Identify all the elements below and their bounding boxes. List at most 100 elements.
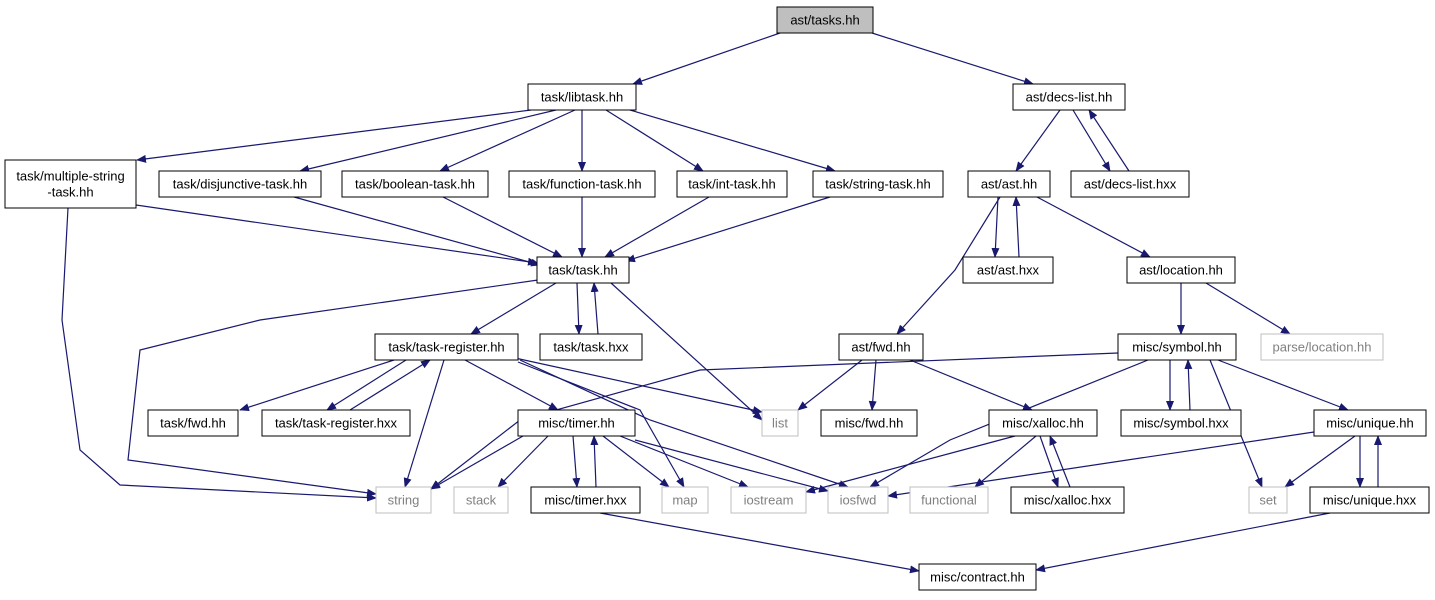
edge-astfwd-to-list	[797, 359, 863, 411]
edge-xalloc-to-functional	[974, 435, 1037, 488]
node-decshxx[interactable]: ast/decs-list.hxx	[1070, 170, 1190, 198]
node-task[interactable]: task/task.hh	[536, 256, 630, 284]
node-box	[1248, 486, 1288, 514]
node-symbol[interactable]: misc/symbol.hh	[1117, 333, 1237, 361]
node-disj[interactable]: task/disjunctive-task.hh	[158, 170, 322, 198]
node-box	[761, 409, 799, 437]
node-box	[508, 170, 656, 198]
edge-libtask-to-multstr	[136, 109, 532, 163]
node-label: misc/timer.hxx	[544, 493, 627, 508]
edge-inttask-to-task	[604, 196, 710, 258]
node-box	[341, 170, 489, 198]
node-taskreg[interactable]: task/task-register.hh	[374, 333, 519, 361]
node-functional: functional	[909, 486, 989, 514]
edge-asthxx-to-astast	[1012, 196, 1021, 258]
node-box	[967, 170, 1051, 198]
node-label: task/task-register.hxx	[275, 416, 398, 431]
node-timer[interactable]: misc/timer.hh	[517, 409, 636, 437]
node-box	[453, 486, 509, 514]
node-astfwd[interactable]: ast/fwd.hh	[838, 333, 924, 361]
node-functask[interactable]: task/function-task.hh	[508, 170, 656, 198]
node-xalloc[interactable]: misc/xalloc.hh	[988, 409, 1098, 437]
edge-libtask-to-inttask	[605, 109, 704, 172]
node-label: task/multiple-string	[16, 169, 124, 184]
node-label: map	[672, 493, 697, 508]
edge-taskreg-to-taskreghxx	[326, 359, 407, 411]
edge-xalloc-to-iostream	[805, 435, 1016, 494]
edge-timer-to-timerhxx	[572, 435, 581, 488]
node-box	[517, 409, 636, 437]
node-label: task/string-task.hh	[825, 177, 931, 192]
node-libtask[interactable]: task/libtask.hh	[527, 83, 637, 111]
edge-timerhxx-to-timer	[590, 435, 599, 488]
edge-symhxx-to-symbol	[1184, 359, 1193, 411]
node-label: functional	[921, 493, 977, 508]
node-iosfwd: iosfwd	[827, 486, 889, 514]
edge-booltask-to-task	[442, 196, 563, 258]
node-label: task/disjunctive-task.hh	[173, 177, 307, 192]
node-label: misc/unique.hxx	[1323, 493, 1417, 508]
node-box	[4, 159, 137, 209]
node-label: misc/symbol.hxx	[1133, 416, 1229, 431]
node-box	[1120, 409, 1242, 437]
node-location[interactable]: ast/location.hh	[1126, 256, 1236, 284]
node-symhxx[interactable]: misc/symbol.hxx	[1120, 409, 1242, 437]
node-stack: stack	[453, 486, 509, 514]
node-label: ast/tasks.hh	[790, 13, 859, 28]
node-inttask[interactable]: task/int-task.hh	[676, 170, 788, 198]
node-label: task/libtask.hh	[541, 90, 623, 105]
node-label: ast/fwd.hh	[851, 340, 910, 355]
node-label: task/task.hh	[548, 263, 617, 278]
node-box	[1012, 83, 1126, 111]
node-astast[interactable]: ast/ast.hh	[967, 170, 1051, 198]
node-box	[730, 486, 807, 514]
node-label: ast/ast.hh	[981, 177, 1037, 192]
node-asthxx[interactable]: ast/ast.hxx	[962, 256, 1054, 284]
node-decslist[interactable]: ast/decs-list.hh	[1012, 83, 1126, 111]
node-box	[375, 486, 432, 514]
node-label: stack	[466, 493, 497, 508]
node-string: string	[375, 486, 432, 514]
node-box	[776, 6, 874, 34]
node-timerhxx[interactable]: misc/timer.hxx	[530, 486, 641, 514]
node-layer: ast/tasks.hh task/libtask.hh ast/decs-list…	[4, 6, 1430, 591]
node-box	[918, 563, 1037, 591]
node-tasks[interactable]: ast/tasks.hh	[776, 6, 874, 34]
node-label: task/fwd.hh	[160, 416, 226, 431]
node-label: list	[772, 416, 788, 431]
node-box	[1126, 256, 1236, 284]
node-unique[interactable]: misc/unique.hh	[1313, 409, 1427, 437]
edge-unique-to-iosfwd	[887, 431, 1315, 499]
node-booltask[interactable]: task/boolean-task.hh	[341, 170, 489, 198]
node-uniquehxx[interactable]: misc/unique.hxx	[1309, 486, 1430, 514]
edge-timer-to-iosfwd	[634, 439, 829, 493]
edge-layer	[61, 32, 1382, 574]
node-label: misc/symbol.hh	[1132, 340, 1222, 355]
node-label: misc/timer.hh	[538, 416, 615, 431]
edge-multstr-to-task	[135, 204, 538, 266]
edge-xalloc-to-xallochxx	[1039, 435, 1059, 488]
edge-taskreg-to-iosfwd	[519, 359, 849, 488]
edge-timer-to-map	[602, 435, 670, 488]
node-label: misc/contract.hh	[930, 570, 1025, 585]
node-miscfwd[interactable]: misc/fwd.hh	[820, 409, 918, 437]
node-label: ast/ast.hxx	[977, 263, 1040, 278]
node-taskhxx[interactable]: task/task.hxx	[539, 333, 643, 361]
node-label: task/function-task.hh	[522, 177, 641, 192]
edge-tasks-to-libtask	[632, 32, 781, 85]
node-box	[1260, 333, 1384, 361]
edge-tasks-to-decslist	[871, 32, 1034, 86]
node-taskfwd[interactable]: task/fwd.hh	[147, 409, 239, 437]
node-box	[1117, 333, 1237, 361]
node-multstr[interactable]: task/multiple-string-task.hh	[4, 159, 137, 209]
node-label: task/int-task.hh	[688, 177, 775, 192]
node-box	[530, 486, 641, 514]
edge-uniquehxx-to-contract	[1035, 512, 1331, 573]
node-strtask[interactable]: task/string-task.hh	[812, 170, 944, 198]
node-taskreghxx[interactable]: task/task-register.hxx	[261, 409, 411, 437]
edge-xallochxx-to-xalloc	[1049, 435, 1071, 488]
node-box	[1309, 486, 1430, 514]
node-xallochxx[interactable]: misc/xalloc.hxx	[1010, 486, 1125, 514]
node-label: string	[388, 493, 420, 508]
node-contract[interactable]: misc/contract.hh	[918, 563, 1037, 591]
